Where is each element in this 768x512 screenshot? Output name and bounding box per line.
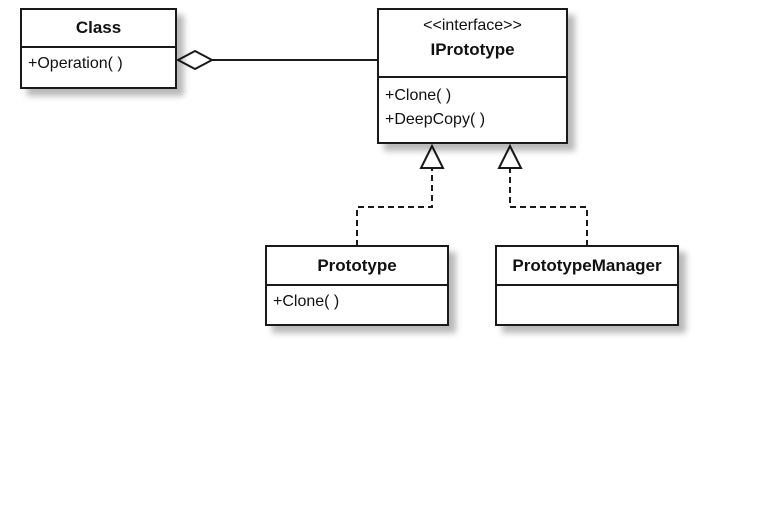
class-method: +DeepCopy( ) — [385, 111, 486, 128]
realization-arrowhead — [419, 143, 445, 169]
class-header: Prototype — [267, 247, 447, 286]
aggregation-diamond — [175, 49, 215, 71]
class-methods: +Clone( ) — [267, 286, 447, 314]
class-name: Class — [75, 18, 122, 37]
aggregation-connector — [175, 49, 378, 71]
realization-connector-prototype — [356, 143, 445, 246]
realization-arrowhead — [497, 143, 523, 169]
class-method: +Clone( ) — [273, 293, 340, 310]
class-methods: +Operation( ) — [22, 48, 175, 76]
class-methods — [497, 286, 677, 290]
class-header: <<interface>> IPrototype — [379, 10, 566, 78]
class-method: +Operation( ) — [28, 55, 123, 72]
class-name: PrototypeManager — [512, 256, 662, 275]
realization-connector-manager — [497, 143, 588, 246]
class-method: +Clone( ) — [385, 87, 452, 104]
realization-dashed-line — [356, 168, 433, 246]
class-name: Prototype — [317, 256, 397, 275]
class-stereotype: <<interface>> — [423, 17, 522, 34]
class-methods: +Clone( ) +DeepCopy( ) — [379, 78, 566, 132]
class-box-prototype: Prototype +Clone( ) — [265, 245, 449, 326]
class-box-prototype-manager: PrototypeManager — [495, 245, 679, 326]
class-header: PrototypeManager — [497, 247, 677, 286]
class-header: Class — [22, 10, 175, 48]
class-box-client: Class +Operation( ) — [20, 8, 177, 89]
class-box-iprototype: <<interface>> IPrototype +Clone( ) +Deep… — [377, 8, 568, 144]
class-name: IPrototype — [430, 40, 515, 59]
realization-dashed-line — [509, 168, 588, 246]
